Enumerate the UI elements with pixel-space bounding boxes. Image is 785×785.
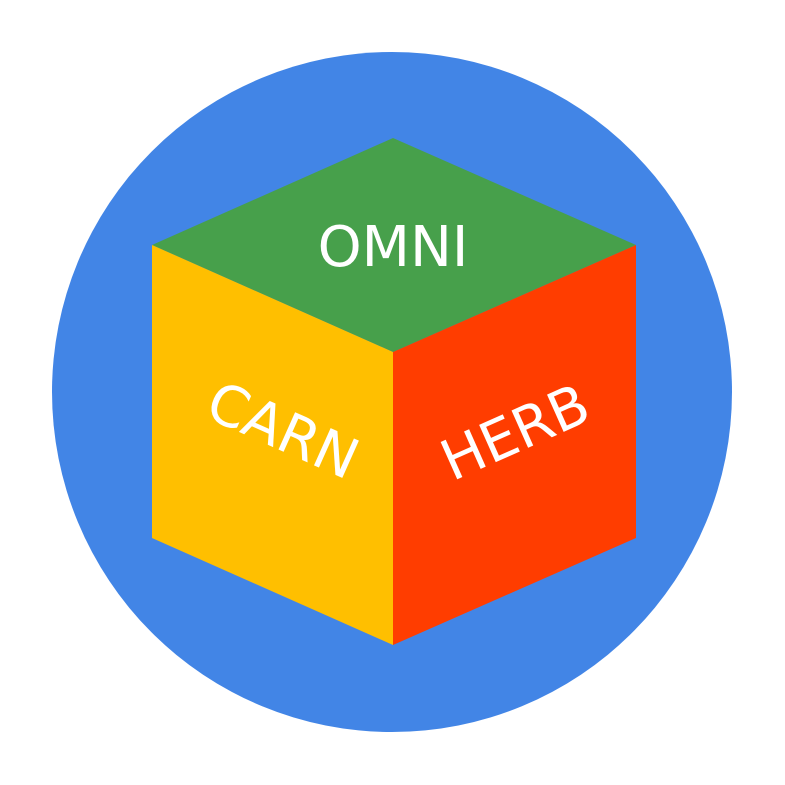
omni-label: OMNI — [318, 215, 469, 280]
cube-top-face — [152, 138, 636, 352]
cube-left-face — [152, 245, 393, 645]
cube-right-face — [393, 245, 636, 645]
